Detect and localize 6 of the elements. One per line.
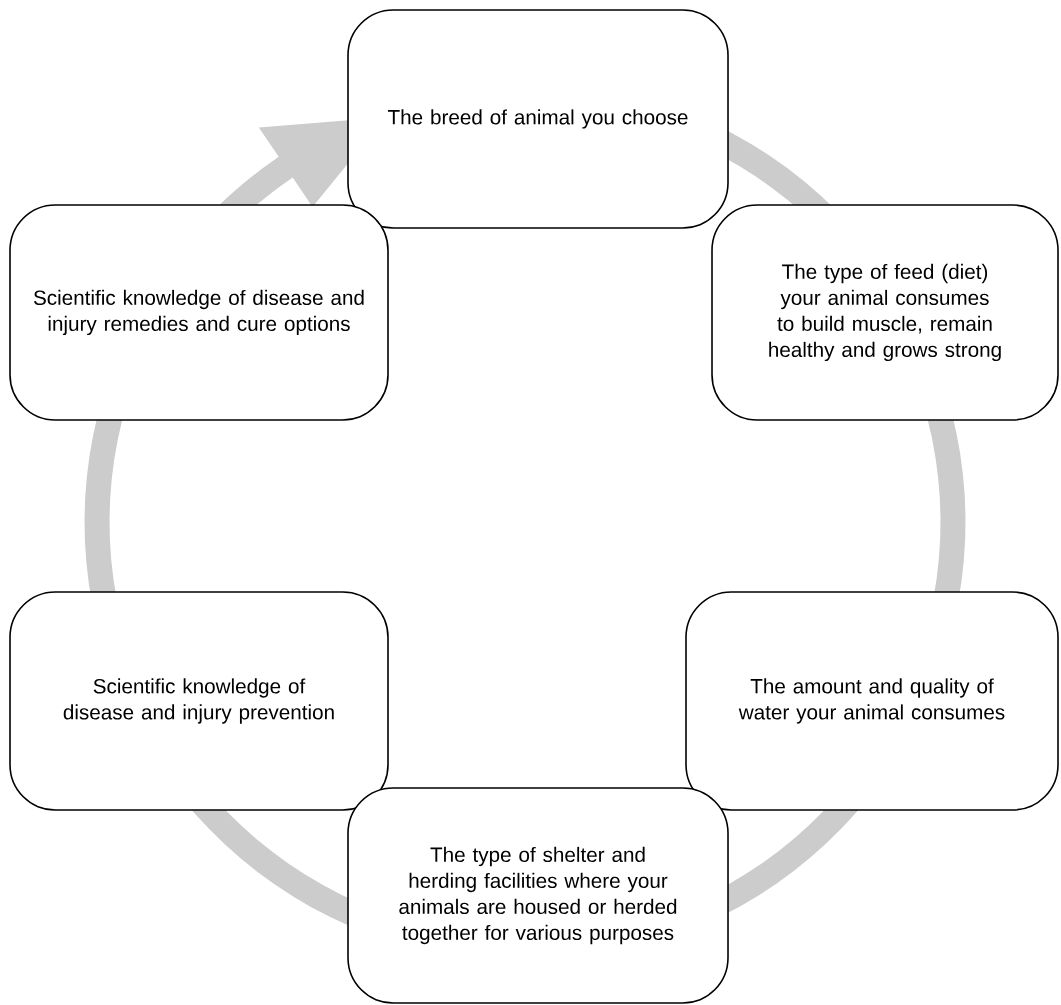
rounded-box: The type of shelter and herding facilities where your animals are housed or herded together for various purposes [347,787,729,1004]
rounded-box: The type of feed (diet) your animal consumes to build muscle, remain healthy and grows strong [711,204,1059,421]
rounded-box: The breed of animal you choose [347,9,729,229]
rounded-box: Scientific knowledge of disease and injury remedies and cure options [9,204,389,421]
rounded-box: The amount and quality of water your animal consumes [685,591,1059,811]
rounded-box: Scientific knowledge of disease and injury prevention [9,591,389,811]
